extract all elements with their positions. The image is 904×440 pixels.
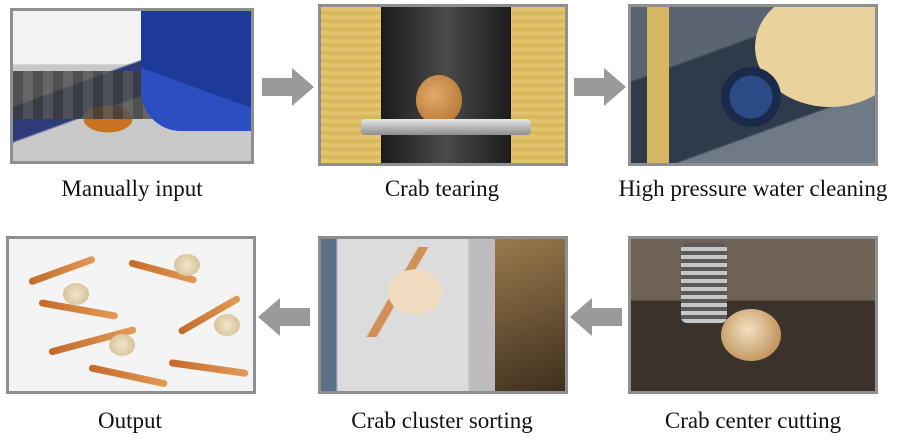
crab-shape [416,75,462,125]
cutter-spring [681,243,727,323]
step-label-crab-tearing: Crab tearing [385,176,499,202]
crab-leg [169,359,249,377]
crab-cluster [361,247,451,337]
step-image-crab-tearing [318,4,568,166]
crab-body [174,254,200,276]
step-label-crab-center-cutting: Crab center cutting [665,408,841,434]
flow-arrow-right-2 [574,68,626,106]
step-image-crab-center-cutting [628,236,878,394]
crab-body [109,334,135,356]
crab-leg [88,364,168,387]
crab-body [63,283,89,305]
roller-shaft [361,119,531,135]
flow-arrow-right-1 [262,68,314,106]
crab-body [214,314,240,336]
crab-shape [721,309,781,361]
step-label-crab-cluster-sorting: Crab cluster sorting [351,408,532,434]
flow-arrow-left-2 [258,298,310,336]
step-label-high-pressure-water-cleaning: High pressure water cleaning [619,176,888,202]
worker-figure [141,11,251,131]
flow-arrow-left-1 [570,298,622,336]
step-image-output [6,236,256,394]
belt-strip [647,7,669,163]
step-label-output: Output [98,408,162,434]
dark-crab-section [495,239,565,391]
step-image-crab-cluster-sorting [318,236,568,394]
step-image-manually-input [10,8,254,164]
step-image-high-pressure-water-cleaning [628,4,878,166]
crab-leg [28,255,96,286]
step-label-manually-input: Manually input [61,176,202,202]
cleaning-roller [721,67,781,127]
